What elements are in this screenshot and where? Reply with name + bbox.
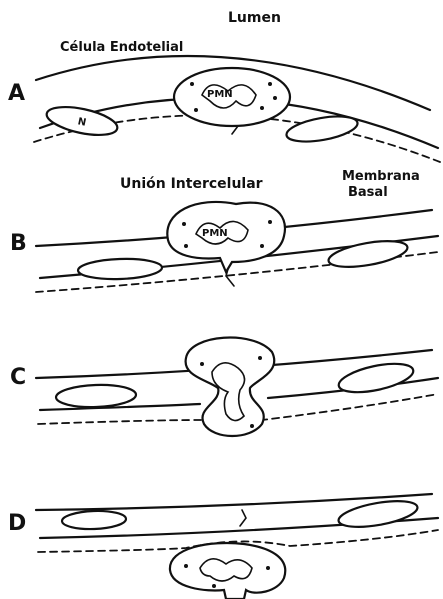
intercellular-junction-d: [240, 510, 246, 526]
pmn-cell-d: [170, 543, 285, 599]
granule: [194, 108, 198, 112]
granule: [212, 584, 216, 588]
panel-d: D: [8, 494, 438, 599]
basement-label-1: Membrana: [342, 169, 420, 184]
granule: [200, 362, 204, 366]
nucleus-left-b: [78, 258, 163, 281]
pmn-label-b: PMN: [202, 228, 228, 239]
panel-letter-d: D: [8, 511, 26, 536]
granule: [182, 222, 186, 226]
nucleus-right-a: [285, 112, 360, 146]
lumen-label: Lumen: [228, 10, 281, 26]
nucleus-left-c: [56, 384, 137, 409]
junction-label: Unión Intercelular: [120, 176, 263, 192]
granule: [273, 96, 277, 100]
granule: [258, 356, 262, 360]
granule: [260, 244, 264, 248]
panel-c: C: [10, 338, 438, 436]
nucleus-right-c: [336, 358, 415, 397]
granule: [260, 106, 264, 110]
basement-label-2: Basal: [348, 185, 388, 200]
nucleus-left-d: [62, 510, 127, 530]
granule: [268, 220, 272, 224]
panel-letter-a: A: [8, 81, 25, 106]
panel-letter-b: B: [10, 231, 27, 256]
nucleus-right-b: [327, 236, 410, 272]
granule: [184, 564, 188, 568]
panel-a: A N PMN Unión Intercelular Membrana Basa…: [8, 56, 440, 200]
panel-b: B PMN: [10, 202, 438, 292]
granule: [190, 82, 194, 86]
pmn-cell-c: [186, 338, 275, 436]
granule: [266, 566, 270, 570]
panel-letter-c: C: [10, 365, 26, 390]
endothelial-cell-label: Célula Endotelial: [60, 40, 183, 55]
pmn-label-a: PMN: [207, 89, 233, 100]
granule: [184, 244, 188, 248]
nucleus-right-d: [337, 496, 420, 532]
granule: [250, 424, 254, 428]
granule: [268, 82, 272, 86]
